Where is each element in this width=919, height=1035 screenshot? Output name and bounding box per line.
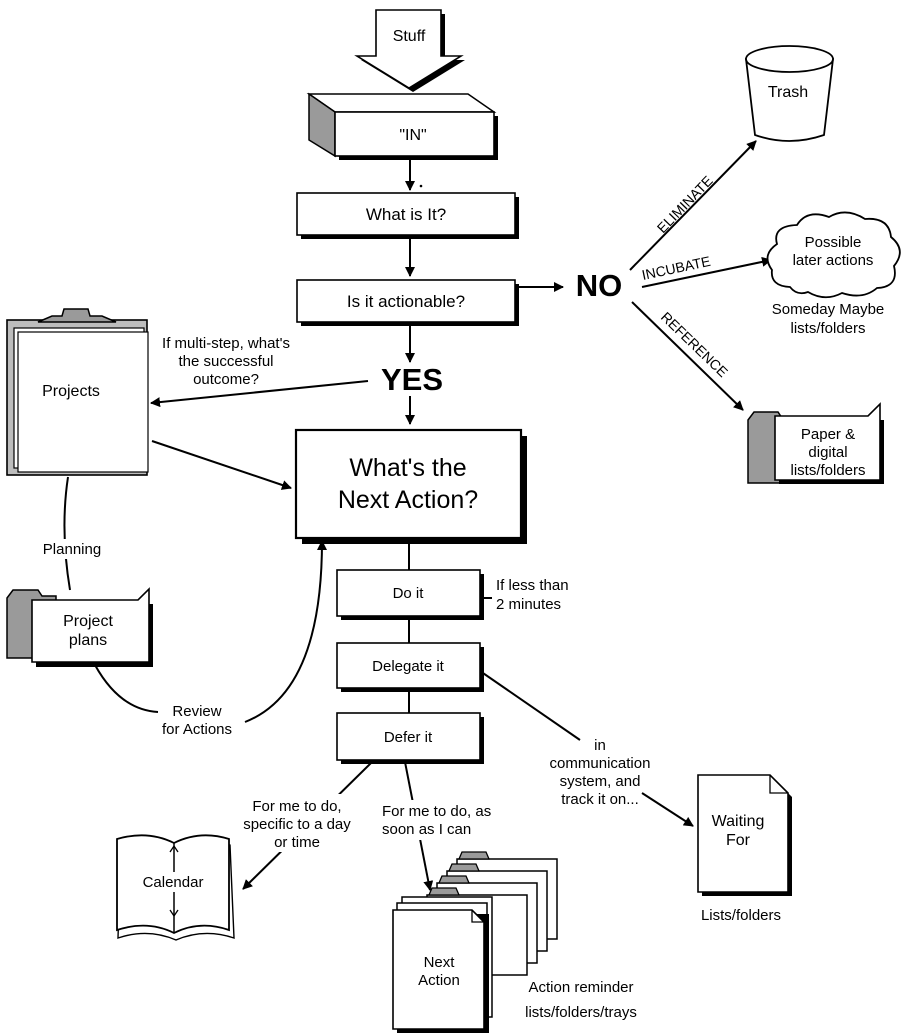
- projects-clipboard-icon: Projects: [6, 308, 149, 476]
- project-plans-line2: plans: [69, 632, 107, 649]
- review-line2: for Actions: [162, 721, 232, 738]
- comm-line4: track it on...: [561, 791, 639, 808]
- less2-line2: 2 minutes: [496, 596, 561, 613]
- trash-label: Trash: [768, 84, 808, 101]
- reminder-line2: lists/folders/trays: [525, 1004, 637, 1021]
- delegate-it-node: Delegate it: [336, 642, 484, 692]
- trash-can-icon: Trash: [744, 45, 835, 142]
- yes-label: YES: [381, 362, 443, 397]
- do-it-node: Do it: [336, 569, 484, 620]
- reminder-line1: Action reminder: [528, 979, 633, 996]
- possible-line2: later actions: [793, 252, 874, 269]
- ref-line1: Paper &: [801, 426, 855, 443]
- defer-it-node: Defer it: [336, 712, 484, 764]
- next-act-line1: Next: [424, 954, 456, 971]
- multistep-line1: If multi-step, what's: [162, 335, 290, 352]
- next-action-node: What's the Next Action?: [294, 428, 527, 544]
- calendar-book-icon: Calendar: [116, 834, 235, 941]
- next-action-line2: Next Action?: [338, 486, 478, 514]
- defer-it-label: Defer it: [384, 729, 433, 746]
- project-plans-folder-icon: Project plans: [6, 587, 153, 667]
- ref-line3: lists/folders: [790, 462, 865, 479]
- reference-folder-icon: Paper & digital lists/folders: [747, 402, 884, 484]
- multistep-line2: the successful: [178, 353, 273, 370]
- what-is-it-label: What is It?: [366, 205, 446, 224]
- delegate-it-label: Delegate it: [372, 658, 445, 675]
- waiting-line2: For: [726, 832, 751, 849]
- next-action-line1: What's the: [349, 454, 466, 482]
- specific-line1: For me to do,: [252, 798, 341, 815]
- reference-label: REFERENCE: [658, 309, 731, 380]
- no-label: NO: [576, 268, 623, 303]
- specific-line2: specific to a day: [243, 816, 351, 833]
- someday-line2: lists/folders: [790, 320, 865, 337]
- action-reminder-stack-icon: Next Action: [392, 851, 558, 1033]
- possible-line1: Possible: [805, 234, 862, 251]
- someday-line1: Someday Maybe: [772, 301, 885, 318]
- stuff-node: Stuff: [354, 9, 465, 92]
- comm-line3: system, and: [560, 773, 641, 790]
- less2-line1: If less than: [496, 577, 569, 594]
- incubate-label: INCUBATE: [640, 253, 712, 283]
- asap-line1: For me to do, as: [382, 803, 491, 820]
- eliminate-label: ELIMINATE: [654, 173, 716, 237]
- waiting-line1: Waiting: [712, 813, 765, 830]
- stuff-label: Stuff: [393, 28, 426, 45]
- comm-line1: in: [594, 737, 606, 754]
- what-is-it-node: What is It?: [296, 192, 519, 239]
- is-actionable-node: Is it actionable?: [296, 279, 519, 326]
- in-label: "IN": [399, 127, 426, 144]
- specific-line3: or time: [274, 834, 320, 851]
- asap-line2: soon as I can: [382, 821, 471, 838]
- projects-label: Projects: [42, 383, 100, 400]
- ref-line2: digital: [808, 444, 847, 461]
- multistep-line3: outcome?: [193, 371, 259, 388]
- comm-line2: communication: [550, 755, 651, 772]
- next-act-line2: Action: [418, 972, 460, 989]
- project-plans-line1: Project: [63, 613, 113, 630]
- lists-folders-label: Lists/folders: [701, 907, 781, 924]
- do-it-label: Do it: [393, 585, 425, 602]
- cloud-icon: Possible later actions: [766, 211, 901, 299]
- waiting-for-page-icon: Waiting For: [697, 774, 792, 896]
- planning-label: Planning: [43, 541, 101, 558]
- in-tray: "IN": [306, 92, 498, 160]
- calendar-label: Calendar: [143, 874, 204, 891]
- is-actionable-label: Is it actionable?: [347, 292, 465, 311]
- review-line1: Review: [172, 703, 221, 720]
